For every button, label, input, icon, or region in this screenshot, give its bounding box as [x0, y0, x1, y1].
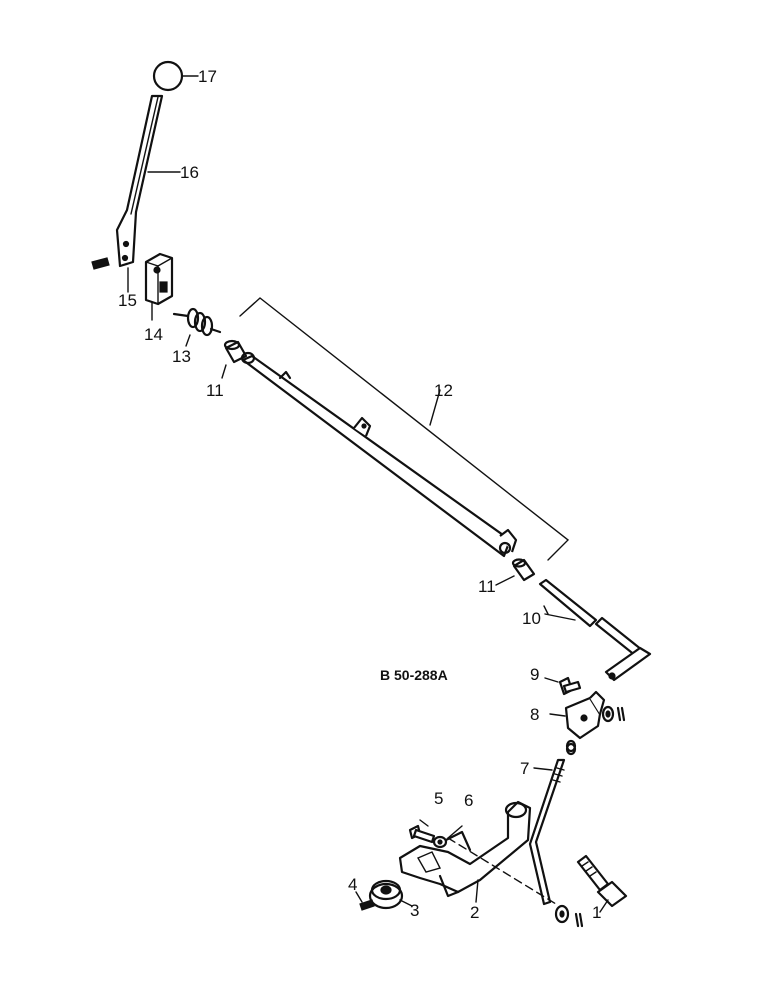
- callout-5: 5: [434, 789, 443, 808]
- part-7-rod: [528, 758, 584, 928]
- callout-15: 15: [118, 291, 137, 310]
- part-12-shift-rail: [239, 297, 570, 561]
- part-3-nut: [368, 879, 413, 910]
- callout-17: 17: [198, 67, 217, 86]
- part-14-block: [144, 252, 174, 321]
- callout-1: 1: [592, 903, 601, 922]
- part-8-clamp: [549, 690, 626, 756]
- part-15-pin: [91, 257, 129, 293]
- part-5-screw: [408, 819, 436, 844]
- part-6-washer: [432, 825, 463, 849]
- callout-11-upper: 11: [206, 381, 224, 400]
- part-10-rod: [538, 578, 652, 682]
- part-11-bushing-lower: [495, 558, 536, 586]
- callout-12: 12: [434, 381, 453, 400]
- callout-14: 14: [144, 325, 163, 344]
- callout-8: 8: [530, 705, 539, 724]
- reference-code: B 50-288A: [380, 667, 448, 683]
- callout-6: 6: [464, 791, 473, 810]
- part-9-bolt: [544, 676, 582, 696]
- callout-10: 10: [522, 609, 541, 628]
- callout-16: 16: [180, 163, 199, 182]
- part-13-spring: [172, 307, 222, 347]
- callout-2: 2: [470, 903, 479, 922]
- part-2-shift-fork: [398, 800, 557, 905]
- callout-7: 7: [520, 759, 529, 778]
- part-16-shift-lever: [115, 94, 181, 268]
- callout-11-lower: 11: [478, 577, 496, 596]
- callout-3: 3: [410, 901, 419, 920]
- part-1-bolt: [576, 854, 628, 913]
- callout-4: 4: [348, 875, 357, 894]
- part-4-pin: [355, 891, 375, 911]
- part-17-knob: [152, 60, 199, 92]
- callout-13: 13: [172, 347, 191, 366]
- callout-9: 9: [530, 665, 539, 684]
